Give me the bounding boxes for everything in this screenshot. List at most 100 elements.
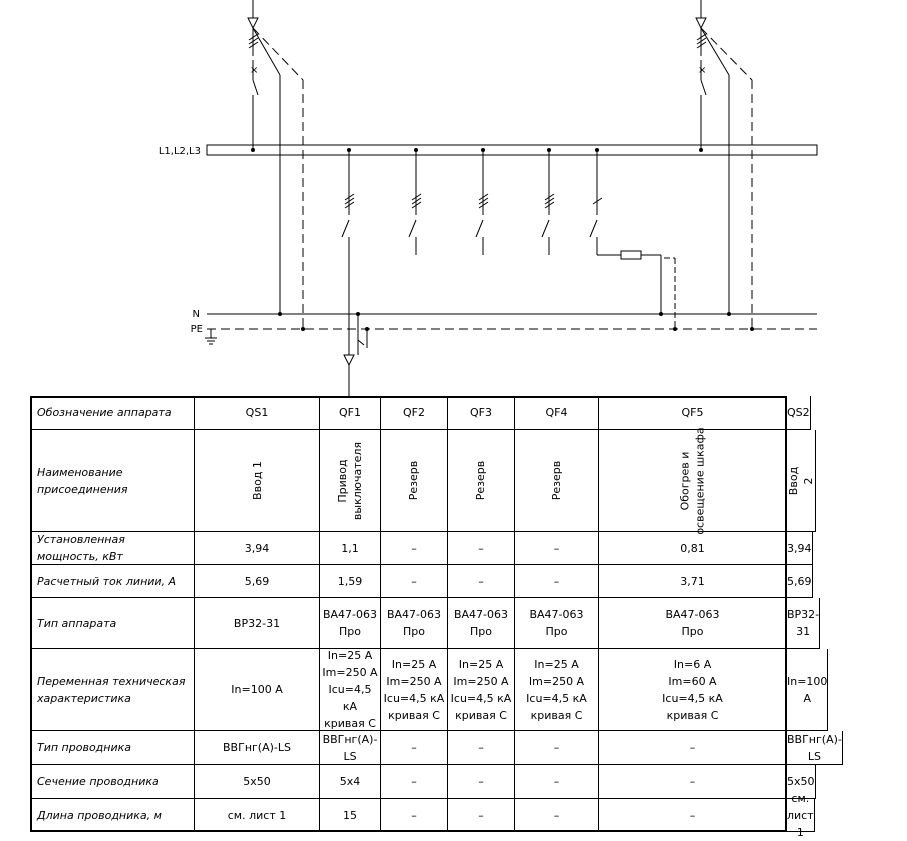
table-cell-text: – bbox=[553, 541, 560, 555]
table-cell: QF1 bbox=[320, 396, 381, 430]
table-cell-text: QF1 bbox=[339, 406, 361, 419]
row-header: Тип аппарата bbox=[30, 598, 195, 649]
table-cell-text: ВВГнг(А)-LS bbox=[322, 732, 378, 763]
table-cell: ВВГнг(А)-LS bbox=[320, 731, 381, 765]
table-cell: QS2 bbox=[787, 396, 811, 430]
table-cell-text: ВВГнг(А)-LS bbox=[787, 732, 842, 763]
table-cell: – bbox=[515, 565, 599, 598]
table-cell: ВР32-31 bbox=[195, 598, 320, 649]
svg-text:×: × bbox=[698, 65, 706, 76]
table-cell-text: – bbox=[478, 775, 484, 788]
table-cell: – bbox=[515, 799, 599, 832]
breaker-qf3 bbox=[475, 150, 489, 255]
pe-label: PE bbox=[191, 324, 203, 335]
table-cell: – bbox=[448, 731, 515, 765]
breaker-qf1 bbox=[341, 150, 368, 396]
table-cell: ВВГнг(А)-LS bbox=[195, 731, 320, 765]
table-cell-text: – bbox=[411, 574, 417, 588]
table-cell-text: ВР32-31 bbox=[787, 608, 820, 638]
table-cell: – bbox=[381, 765, 448, 799]
table-cell: 5,69 bbox=[195, 565, 320, 598]
table-cell: – bbox=[448, 565, 515, 598]
table-cell-text: – bbox=[553, 808, 560, 822]
row-header: Установленная мощность, кВт bbox=[30, 532, 195, 565]
table-cell: – bbox=[599, 731, 787, 765]
table-cell-text: – bbox=[553, 775, 560, 788]
table-cell-text: 5х4 bbox=[339, 775, 361, 788]
table-cell: QF5 bbox=[599, 396, 787, 430]
table-cell: QS1 bbox=[195, 396, 320, 430]
table-cell: 1,59 bbox=[320, 565, 381, 598]
row-header: Расчетный ток линии, А bbox=[30, 565, 195, 598]
table-cell: In=25 А Im=250 А Icu=4,5 кА кривая С bbox=[381, 649, 448, 731]
table-cell-text: QF2 bbox=[403, 406, 425, 419]
row-header-text: Тип проводника bbox=[37, 741, 132, 754]
row-header: Переменная техническая характеристика bbox=[30, 649, 195, 731]
table-cell-text: ВА47-063 Про bbox=[386, 608, 442, 638]
table-cell-text: In=25 А Im=250 А Icu=4,5 кА кривая С bbox=[383, 657, 445, 722]
table-cell-text: 5х50 bbox=[243, 775, 271, 788]
table-cell: ВР32-31 bbox=[787, 598, 821, 649]
table-cell-text: Обогрев и освещение шкафа bbox=[678, 426, 707, 535]
table-cell: ВА47-063 Про bbox=[381, 598, 448, 649]
table-cell: – bbox=[599, 765, 787, 799]
table-cell: Резерв bbox=[381, 430, 448, 532]
table-cell-text: ВВГнг(А)-LS bbox=[223, 741, 291, 754]
table-cell-text: In=25 А Im=250 А Icu=4,5 кА кривая С bbox=[526, 657, 587, 722]
table-cell-text: 3,94 bbox=[787, 541, 812, 555]
row-header: Наименование присоединения bbox=[30, 430, 195, 532]
row-header-text: Наименование присоединения bbox=[37, 465, 128, 496]
table-cell: – bbox=[599, 799, 787, 832]
svg-text:×: × bbox=[250, 65, 258, 76]
table-cell: – bbox=[448, 532, 515, 565]
table-cell: – bbox=[515, 532, 599, 565]
table-cell-text: In=6 А Im=60 А Icu=4,5 кА кривая С bbox=[662, 657, 723, 722]
row-header-text: Длина проводника, м bbox=[37, 808, 162, 822]
junction-dots bbox=[251, 148, 754, 331]
single-line-diagram: × × bbox=[159, 0, 818, 396]
table-cell: ВА47-063 Про bbox=[448, 598, 515, 649]
table-cell-text: 5,69 bbox=[787, 574, 812, 588]
table-cell-text: ВР32-31 bbox=[233, 616, 281, 630]
table-cell-text: Ввод 1 bbox=[250, 461, 264, 500]
table-cell: 3,94 bbox=[787, 532, 813, 565]
table-cell-text: – bbox=[478, 574, 484, 588]
table-cell: 15 bbox=[320, 799, 381, 832]
input-switch-qs2: × bbox=[695, 0, 753, 329]
table-cell-text: – bbox=[411, 808, 417, 822]
table-cell-text: 15 bbox=[343, 808, 357, 822]
row-header-text: Сечение проводника bbox=[37, 775, 159, 788]
table-cell-text: ВА47-063 Про bbox=[322, 608, 378, 638]
breaker-qf5 bbox=[589, 150, 676, 329]
table-cell-text: 1,1 bbox=[341, 541, 359, 555]
table-cell-text: – bbox=[553, 741, 560, 754]
table-cell-text: – bbox=[478, 741, 484, 754]
table-cell-text: – bbox=[411, 541, 417, 555]
table-cell-text: – bbox=[411, 775, 417, 788]
row-header: Сечение проводника bbox=[30, 765, 195, 799]
row-header-text: Переменная техническая характеристика bbox=[37, 674, 186, 705]
n-label: N bbox=[193, 309, 200, 320]
table-cell: 5х4 bbox=[320, 765, 381, 799]
table-cell-text: QS2 bbox=[787, 406, 810, 419]
breaker-qf4 bbox=[541, 150, 555, 255]
table-cell-text: – bbox=[478, 541, 484, 555]
table-cell: QF3 bbox=[448, 396, 515, 430]
table-cell: In=100 А bbox=[195, 649, 320, 731]
table-cell: In=100 А bbox=[787, 649, 829, 731]
row-header-text: Обозначение аппарата bbox=[37, 406, 172, 419]
table-cell-text: In=100 А bbox=[231, 683, 283, 696]
table-cell-text: QF5 bbox=[681, 406, 704, 419]
table-cell-text: 5х50 bbox=[787, 775, 815, 788]
table-cell: 5х50 bbox=[195, 765, 320, 799]
table-cell: ВА47-063 Про bbox=[515, 598, 599, 649]
input-switch-qs1: × bbox=[247, 0, 304, 329]
table-cell-text: In=25 А Im=250 А Icu=4,5 кА кривая С bbox=[450, 657, 512, 722]
row-header: Тип проводника bbox=[30, 731, 195, 765]
table-cell: см. лист 1 bbox=[195, 799, 320, 832]
table-cell: In=25 А Im=250 А Icu=4,5 кА кривая С bbox=[320, 649, 381, 731]
table-cell-text: In=100 А bbox=[787, 674, 828, 705]
table-cell-text: QF4 bbox=[545, 406, 568, 419]
table-cell-text: Привод выключателя bbox=[336, 441, 365, 520]
table-cell: Привод выключателя bbox=[320, 430, 381, 532]
